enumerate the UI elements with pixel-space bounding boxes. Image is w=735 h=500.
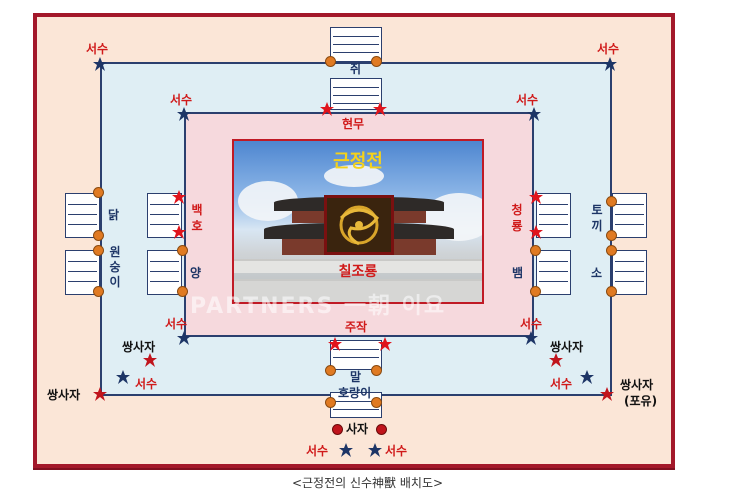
red-star-icon (600, 387, 614, 401)
rabbit-label-1: 토 (591, 203, 603, 217)
jujak-label: 주작 (345, 320, 368, 334)
navy-star-icon (603, 57, 617, 71)
statue-dot (177, 286, 188, 297)
rabbit-label-2: 끼 (591, 219, 603, 233)
statue-dot (93, 230, 104, 241)
navy-star-icon (527, 107, 541, 121)
statue-dot (530, 245, 541, 256)
tiger-label: 호랑이 (338, 386, 372, 400)
watermark-text: PARTNERS 一朝 이요 (190, 294, 447, 319)
seven-claw-dragon-image (324, 195, 394, 255)
red-star-icon (172, 225, 186, 239)
ssangsaja-label: 쌍사자 (47, 388, 81, 402)
navy-star-icon (177, 107, 191, 121)
stone-terrace (234, 279, 482, 302)
hall-name-label: 근정전 (333, 151, 383, 172)
navy-star-icon (116, 370, 130, 384)
center-figure-label: 칠조룡 (338, 264, 378, 280)
red-star-icon (373, 102, 387, 116)
ssangsaja-label: 쌍사자 (550, 340, 584, 354)
haetae-dot (332, 424, 343, 435)
horse-label: 말 (350, 370, 362, 384)
statue-dot (93, 286, 104, 297)
navy-star-icon (177, 331, 191, 345)
monkey-label-2: 숭 (109, 260, 121, 274)
seosu-label: 서수 (550, 377, 573, 391)
balustrade (234, 259, 482, 273)
hyeonmu-label: 현무 (342, 117, 365, 131)
ssangsaja-label: 쌍사자 (122, 340, 156, 354)
statue-dot (325, 56, 336, 67)
navy-star-icon (580, 370, 594, 384)
statue-dot (606, 286, 617, 297)
statue-dot (325, 365, 336, 376)
north-inner-gate (330, 78, 382, 110)
figure-caption: <근정전의 신수神獸 배치도> (291, 476, 444, 490)
cheongryong-label-2: 룡 (511, 219, 523, 233)
ox-label: 소 (591, 266, 603, 280)
sheep-label: 양 (190, 266, 202, 280)
seosu-label: 서수 (516, 93, 539, 107)
seosu-label: 서수 (165, 317, 188, 331)
seosu-label: 서수 (520, 317, 543, 331)
statue-dot (371, 365, 382, 376)
west-inner-gate-bottom (147, 250, 182, 295)
east-outer-gate-top (612, 193, 647, 238)
seosu-label: 서수 (385, 444, 408, 458)
statue-dot (371, 56, 382, 67)
rooster-label: 닭 (108, 208, 120, 222)
snake-label: 뱀 (512, 266, 524, 280)
red-star-icon (529, 190, 543, 204)
ssangsaja-pou-label: (포유) (624, 394, 658, 408)
baekho-label-1: 백 (191, 203, 203, 217)
cheongryong-label-1: 청 (511, 203, 523, 217)
statue-dot (93, 187, 104, 198)
east-inner-gate-bottom (536, 250, 571, 295)
dragon-icon (339, 205, 380, 246)
monkey-label-1: 원 (109, 245, 121, 259)
statue-dot (606, 196, 617, 207)
statue-dot (606, 245, 617, 256)
seosu-label: 서수 (306, 444, 329, 458)
seosu-label: 서수 (597, 42, 620, 56)
red-star-icon (172, 190, 186, 204)
baekho-label-2: 호 (191, 219, 203, 233)
red-star-icon (529, 225, 543, 239)
hall-photo: 근정전 칠조룡 (232, 139, 484, 304)
navy-star-icon (339, 443, 353, 457)
ssangsaja-pou-label: 쌍사자 (620, 378, 654, 392)
east-outer-gate-bottom (612, 250, 647, 295)
statue-dot (93, 245, 104, 256)
navy-star-icon (93, 57, 107, 71)
seosu-label: 서수 (135, 377, 158, 391)
haetae-dot (376, 424, 387, 435)
monkey-label-3: 이 (109, 275, 121, 289)
statue-dot (325, 397, 336, 408)
statue-dot (606, 230, 617, 241)
west-outer-gate-bottom (65, 250, 100, 295)
rat-label: 쥐 (350, 62, 362, 76)
seosu-label: 서수 (170, 93, 193, 107)
red-star-icon (549, 353, 563, 367)
statue-dot (177, 245, 188, 256)
cloud-shape (324, 165, 384, 187)
seosu-label: 서수 (86, 42, 109, 56)
red-star-icon (93, 387, 107, 401)
red-star-icon (378, 337, 392, 351)
haetae-label: 사자 (346, 422, 369, 436)
caption-divider (33, 468, 675, 470)
statue-dot (371, 397, 382, 408)
red-star-icon (320, 102, 334, 116)
navy-star-icon (524, 331, 538, 345)
statue-dot (530, 286, 541, 297)
red-star-icon (328, 337, 342, 351)
red-star-icon (143, 353, 157, 367)
navy-star-icon (368, 443, 382, 457)
